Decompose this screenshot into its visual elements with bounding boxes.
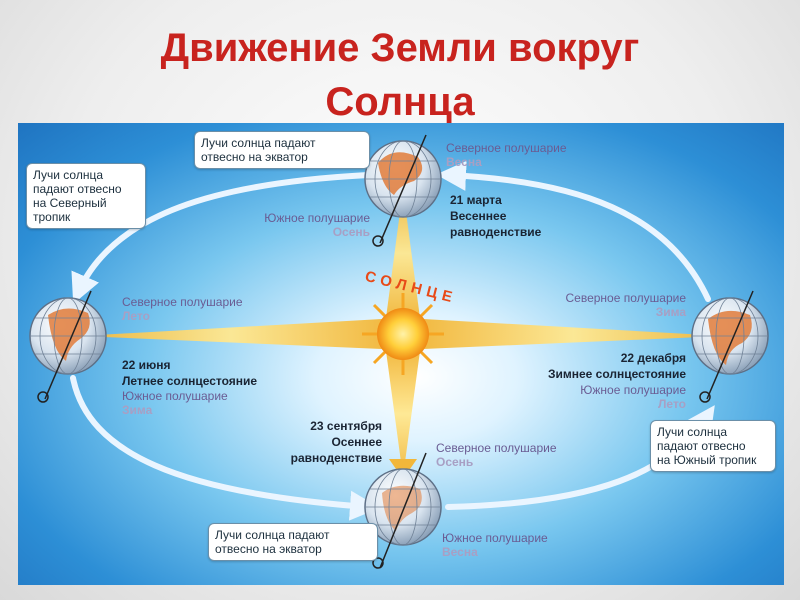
june-north-hemisphere: Северное полушарие	[122, 295, 243, 309]
sun-icon	[362, 293, 444, 375]
december-south-season: Лето	[658, 397, 686, 411]
march-south-season: Осень	[332, 225, 370, 239]
march-event-line1: Весеннее	[450, 209, 507, 223]
september-south-hemisphere: Южное полушарие	[442, 531, 548, 545]
callout-right: Лучи солнца падают отвесно на Южный троп…	[650, 420, 776, 472]
march-event-line2: равноденствие	[450, 225, 542, 239]
march-north-hemisphere: Северное полушарие	[446, 141, 567, 155]
callout-bottom: Лучи солнца падают отвесно на экватор	[208, 523, 378, 561]
march-north-season: Весна	[446, 155, 482, 169]
june-south-season: Зима	[122, 403, 153, 417]
globe-icon	[29, 297, 107, 375]
orbit-diagram-panel: СОЛНЦЕ Лучи солнца падают отвесно на экв…	[18, 123, 784, 585]
june-event: Летнее солнцестояние	[122, 374, 258, 388]
june-date: 22 июня	[122, 358, 171, 372]
globe-icon	[364, 468, 442, 546]
june-south-hemisphere: Южное полушарие	[122, 389, 228, 403]
december-event: Зимнее солнцестояние	[547, 367, 686, 381]
page-title-line2: Солнца	[325, 80, 475, 124]
march-date: 21 марта	[450, 193, 502, 207]
callout-top: Лучи солнца падают отвесно на экватор	[194, 131, 370, 169]
orbit-diagram	[29, 134, 769, 569]
axis-pin-icon	[37, 134, 754, 569]
march-south-hemisphere: Южное полушарие	[264, 211, 370, 225]
december-south-hemisphere: Южное полушарие	[580, 383, 686, 397]
september-event-line2: равноденствие	[290, 451, 382, 465]
september-event-line1: Осеннее	[331, 435, 382, 449]
december-north-season: Зима	[655, 305, 686, 319]
december-date: 22 декабря	[620, 351, 686, 365]
globe-icon	[691, 297, 769, 375]
september-north-season: Осень	[436, 455, 474, 469]
september-date: 23 сентября	[310, 419, 382, 433]
page-title: Движение Земли вокруг	[160, 26, 640, 70]
callout-left: Лучи солнца падают отвесно на Северный т…	[26, 163, 146, 229]
december-north-hemisphere: Северное полушарие	[565, 291, 687, 305]
june-north-season: Лето	[122, 309, 150, 323]
september-south-season: Весна	[442, 545, 478, 559]
september-north-hemisphere: Северное полушарие	[436, 441, 557, 455]
globe-icon	[364, 140, 442, 218]
